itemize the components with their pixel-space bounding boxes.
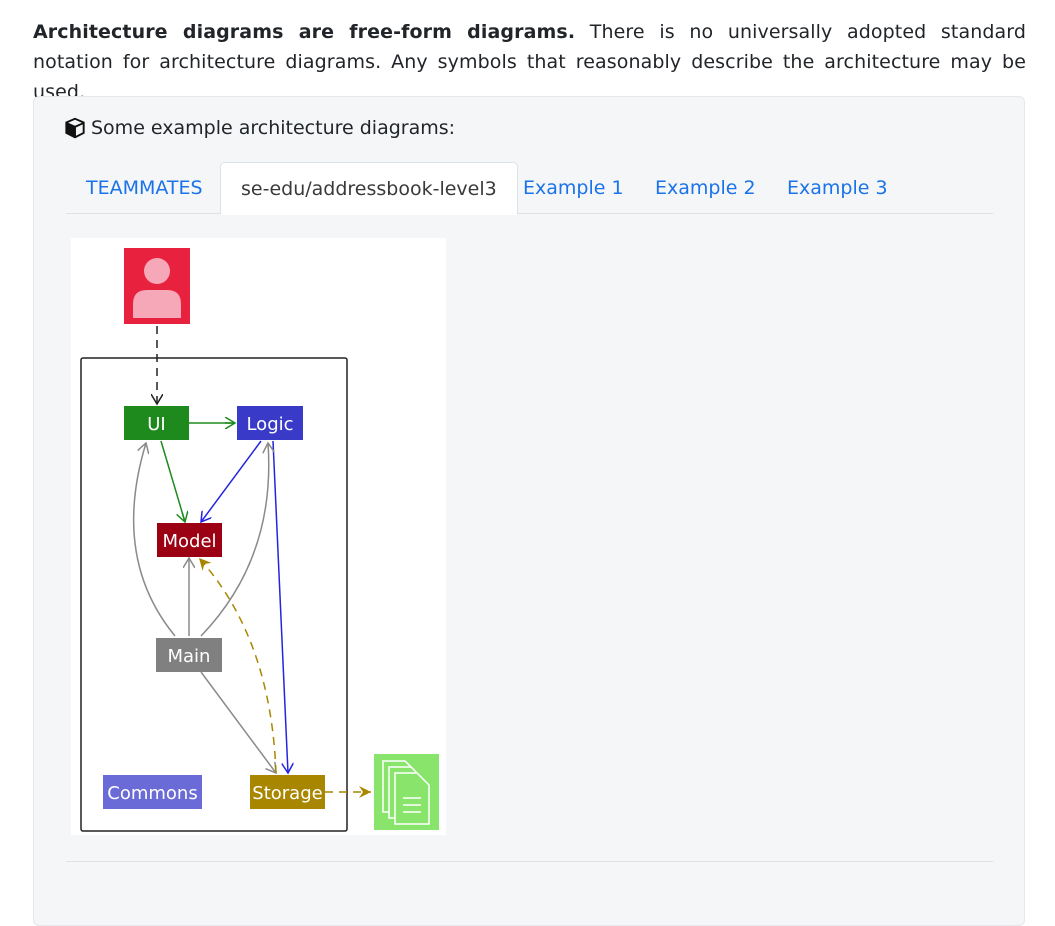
storage-to-model-arrow bbox=[198, 557, 277, 774]
node-logic: Logic bbox=[237, 406, 303, 440]
card-title-text: Some example architecture diagrams: bbox=[91, 117, 456, 139]
user-icon bbox=[124, 248, 190, 324]
node-commons-label: Commons bbox=[107, 783, 197, 804]
logic-to-storage-arrow bbox=[272, 440, 288, 773]
tab-example-3[interactable]: Example 3 bbox=[787, 177, 888, 199]
main-to-ui-arrow bbox=[132, 443, 176, 637]
ui-to-model-arrow bbox=[160, 440, 185, 522]
node-logic-label: Logic bbox=[246, 414, 293, 435]
file-icon bbox=[374, 754, 439, 830]
tab-addressbook-level3[interactable]: se-edu/addressbook-level3 bbox=[220, 162, 518, 215]
node-main: Main bbox=[156, 638, 222, 672]
diagram-panel: UI Logic Model Main Commons Storage bbox=[71, 238, 446, 835]
node-main-label: Main bbox=[168, 646, 211, 667]
tab-bar: TEAMMATES se-edu/addressbook-level3 Exam… bbox=[66, 162, 993, 215]
system-boundary bbox=[80, 357, 348, 832]
user-icon-body bbox=[133, 290, 181, 318]
box-icon bbox=[65, 117, 85, 139]
node-model-label: Model bbox=[162, 531, 216, 552]
node-ui-label: UI bbox=[147, 414, 165, 435]
tab-example-2[interactable]: Example 2 bbox=[655, 177, 756, 199]
intro-bold: Architecture diagrams are free-form diag… bbox=[33, 21, 576, 43]
tab-teammates[interactable]: TEAMMATES bbox=[86, 177, 203, 199]
architecture-diagram: UI Logic Model Main Commons Storage bbox=[80, 248, 439, 832]
intro-paragraph: Architecture diagrams are free-form diag… bbox=[33, 17, 1026, 107]
tab-example-1[interactable]: Example 1 bbox=[523, 177, 624, 199]
logic-to-model-arrow bbox=[201, 440, 262, 522]
main-to-logic-arrow bbox=[200, 443, 269, 637]
node-storage: Storage bbox=[250, 775, 325, 809]
node-storage-label: Storage bbox=[252, 783, 322, 804]
card-title: Some example architecture diagrams: bbox=[64, 115, 455, 141]
main-to-storage-arrow bbox=[200, 671, 276, 773]
node-ui: UI bbox=[124, 406, 189, 440]
user-icon-head bbox=[144, 258, 170, 284]
node-model: Model bbox=[157, 523, 222, 557]
tab-content-divider bbox=[66, 861, 993, 862]
node-commons: Commons bbox=[103, 775, 202, 809]
